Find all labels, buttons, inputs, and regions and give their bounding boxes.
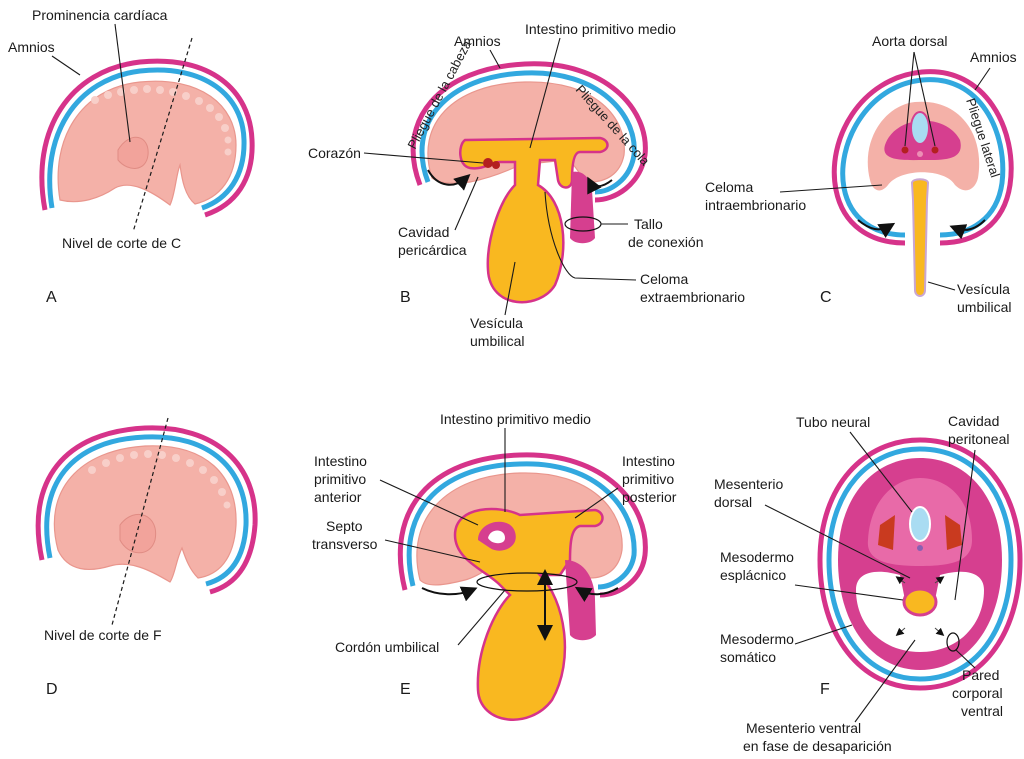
label-esplacnico-1: Mesodermo xyxy=(720,549,794,565)
label-celoma-b-2: extraembrionario xyxy=(640,289,745,305)
label-cavidad-f-2: peritoneal xyxy=(948,431,1010,447)
label-septo-2: transverso xyxy=(312,536,378,552)
label-cordon: Cordón umbilical xyxy=(335,639,439,655)
label-amnios-b: Amnios xyxy=(454,33,501,49)
panel-letter-a: A xyxy=(46,289,57,306)
panel-c: Pliegue lateral Aorta dorsal Amnios Celo… xyxy=(705,33,1017,315)
label-anterior-1: Intestino xyxy=(314,453,367,469)
label-anterior-3: anterior xyxy=(314,489,362,505)
label-amnios-a: Amnios xyxy=(8,39,55,55)
label-celoma-b-1: Celoma xyxy=(640,271,688,287)
label-aorta: Aorta dorsal xyxy=(872,33,947,49)
panel-letter-d: D xyxy=(46,681,58,698)
label-nivel-f: Nivel de corte de F xyxy=(44,627,162,643)
panel-letter-c: C xyxy=(820,289,832,306)
label-vesicula-c-1: Vesícula xyxy=(957,281,1010,297)
panel-letter-b: B xyxy=(400,289,411,306)
label-posterior-3: posterior xyxy=(622,489,677,505)
yolk-stalk-c xyxy=(912,179,928,296)
label-posterior-1: Intestino xyxy=(622,453,675,469)
label-corazon: Corazón xyxy=(308,145,361,161)
panel-letter-f: F xyxy=(820,681,830,698)
label-celoma-c-2: intraembrionario xyxy=(705,197,806,213)
heart-b xyxy=(483,158,493,168)
label-esplacnico-2: esplácnico xyxy=(720,567,786,583)
label-anterior-2: primitivo xyxy=(314,471,366,487)
label-somatico-1: Mesodermo xyxy=(720,631,794,647)
heart-prominence-d xyxy=(120,514,156,552)
embryo-d xyxy=(54,446,236,582)
label-somatico-2: somático xyxy=(720,649,776,665)
label-amnios-c: Amnios xyxy=(970,49,1017,65)
gut-f xyxy=(904,589,936,615)
label-tubo: Tubo neural xyxy=(796,414,870,430)
label-vesicula-b-2: umbilical xyxy=(470,333,524,349)
panel-letter-e: E xyxy=(400,681,411,698)
label-vesicula-b-1: Vesícula xyxy=(470,315,523,331)
label-septo-1: Septo xyxy=(326,518,363,534)
label-pared-1: Pared xyxy=(962,667,999,683)
panel-b: Pliegue de la cabeza Pliegue de la cola … xyxy=(308,21,745,349)
label-cavidad-b-2: pericárdica xyxy=(398,242,467,258)
label-tallo-2: de conexión xyxy=(628,234,704,250)
label-mesenterio-v-1: Mesenterio ventral xyxy=(746,720,861,736)
panel-d: Nivel de corte de F D xyxy=(38,418,255,698)
label-celoma-c-1: Celoma xyxy=(705,179,753,195)
panel-f: Tubo neural Cavidad peritoneal Mesenteri… xyxy=(714,413,1020,754)
label-tallo-1: Tallo xyxy=(634,216,663,232)
panel-a: Amnios Prominencia cardíaca Nivel de cor… xyxy=(8,7,252,306)
label-pared-2: corporal xyxy=(952,685,1003,701)
label-mesenterio-d-1: Mesenterio xyxy=(714,476,783,492)
label-prominencia: Prominencia cardíaca xyxy=(32,7,168,23)
label-intestino-medio-b: Intestino primitivo medio xyxy=(525,21,676,37)
neural-tube-f xyxy=(910,507,930,541)
label-posterior-2: primitivo xyxy=(622,471,674,487)
label-cavidad-b-1: Cavidad xyxy=(398,224,449,240)
panel-e: Intestino primitivo medio Intestino prim… xyxy=(312,411,677,720)
neural-tube-c xyxy=(911,112,929,144)
label-intestino-medio-e: Intestino primitivo medio xyxy=(440,411,591,427)
label-vesicula-c-2: umbilical xyxy=(957,299,1011,315)
label-pared-3: ventral xyxy=(961,703,1003,719)
label-nivel-c: Nivel de corte de C xyxy=(62,235,181,251)
label-cavidad-f-1: Cavidad xyxy=(948,413,999,429)
label-mesenterio-v-2: en fase de desaparición xyxy=(743,738,892,754)
label-mesenterio-d-2: dorsal xyxy=(714,494,752,510)
